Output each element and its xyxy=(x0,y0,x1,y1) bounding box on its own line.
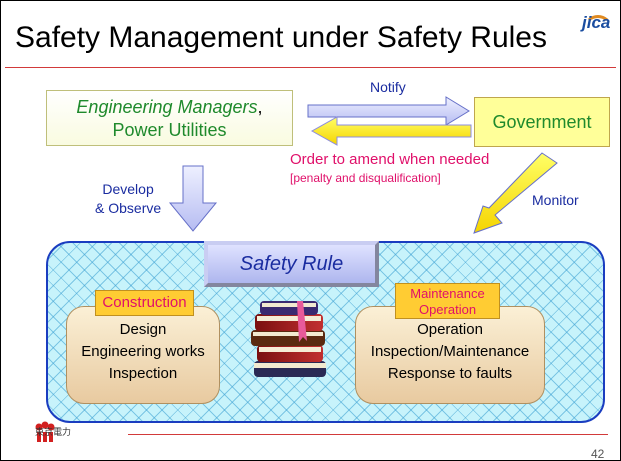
government-label: Government xyxy=(492,112,592,132)
government-box: Government xyxy=(474,97,610,147)
title-divider xyxy=(5,67,616,68)
develop-observe-label: Develop & Observe xyxy=(95,180,161,218)
construction-item-engineering-works: Engineering works xyxy=(81,343,205,360)
maintenance-item-operation: Operation xyxy=(417,321,483,338)
construction-item-design: Design xyxy=(119,321,167,338)
construction-panel: Design Engineering works Inspection xyxy=(66,306,220,404)
maintenance-item-inspection-maintenance: Inspection/Maintenance xyxy=(370,343,530,360)
develop-label: Develop xyxy=(102,181,154,197)
books-stack-icon xyxy=(251,301,326,377)
safety-rule-title: Safety Rule xyxy=(239,253,344,275)
engineering-managers-box: Engineering Managers, Power Utilities xyxy=(46,90,293,146)
maintenance-panel: Operation Inspection/Maintenance Respons… xyxy=(355,306,545,404)
power-utilities-label: Power Utilities xyxy=(112,120,227,140)
tepco-logo-icon xyxy=(35,421,55,442)
engineering-managers-label: Engineering Managers xyxy=(76,97,258,117)
page-number: 42 xyxy=(591,447,605,461)
notify-arrow xyxy=(307,96,470,126)
maintenance-tag-line1: Maintenance xyxy=(410,286,485,301)
notify-label: Notify xyxy=(370,79,406,95)
develop-arrow xyxy=(168,165,218,232)
maintenance-tag-line2: Operation xyxy=(418,302,477,317)
jica-logo-icon: jica xyxy=(582,13,611,32)
tepco-company-name: 東京電力 xyxy=(35,427,72,437)
maintenance-operation-tag: Maintenance Operation xyxy=(395,283,500,319)
construction-item-inspection: Inspection xyxy=(108,365,178,382)
order-label: Order to amend when needed xyxy=(290,151,490,168)
penalty-label: [penalty and disqualification] xyxy=(290,171,441,185)
jica-logo-arc xyxy=(584,15,612,41)
maintenance-item-response-to-faults: Response to faults xyxy=(387,365,513,382)
engineering-managers-comma: , xyxy=(257,97,263,117)
construction-tag: Construction xyxy=(95,290,194,316)
engineering-managers-line1: Engineering Managers, xyxy=(47,97,292,118)
monitor-label: Monitor xyxy=(532,192,579,208)
order-arrow xyxy=(310,116,472,146)
observe-label: & Observe xyxy=(95,200,162,216)
monitor-arrow xyxy=(473,152,558,234)
page-title: Safety Management under Safety Rules xyxy=(15,21,547,54)
safety-rule-box: Safety Rule xyxy=(204,241,379,287)
footer-divider xyxy=(128,434,608,435)
